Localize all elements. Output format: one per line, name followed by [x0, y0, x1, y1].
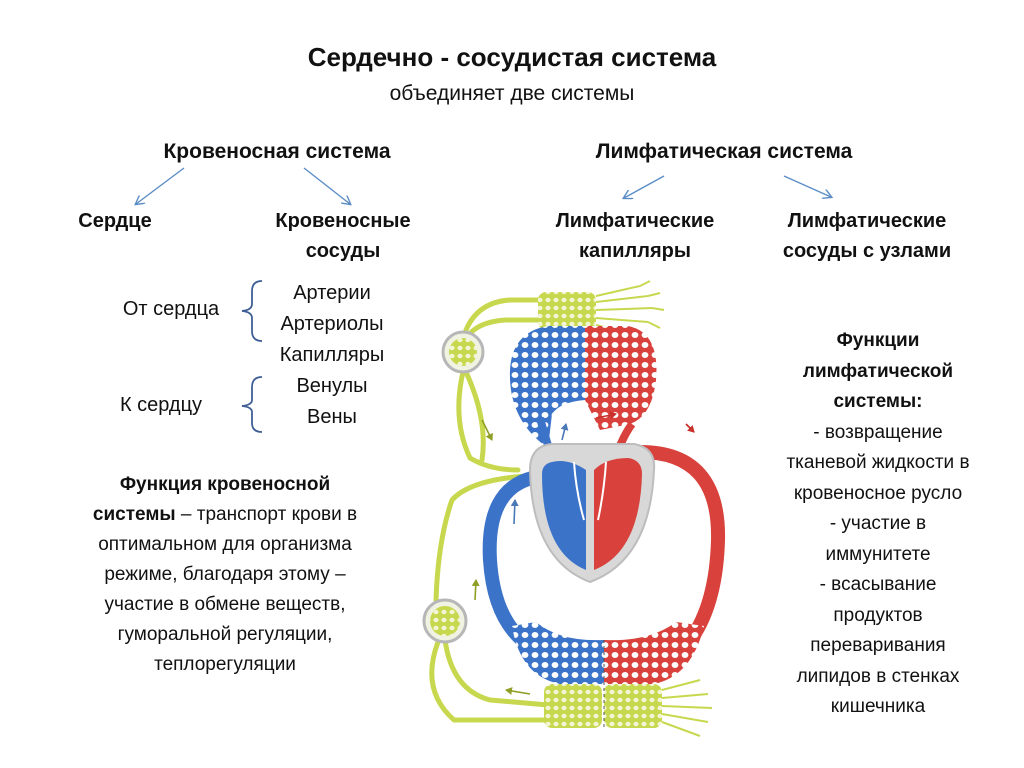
arrow-blood-to-heart	[136, 168, 184, 204]
brace-to-heart	[242, 377, 262, 432]
brace-from-heart	[242, 281, 262, 341]
arrow-lymph-to-capillaries	[624, 176, 664, 198]
arrow-blood-to-vessels	[304, 168, 350, 204]
arrow-lymph-to-vessels	[784, 176, 831, 197]
circulation-illustration	[424, 281, 718, 736]
